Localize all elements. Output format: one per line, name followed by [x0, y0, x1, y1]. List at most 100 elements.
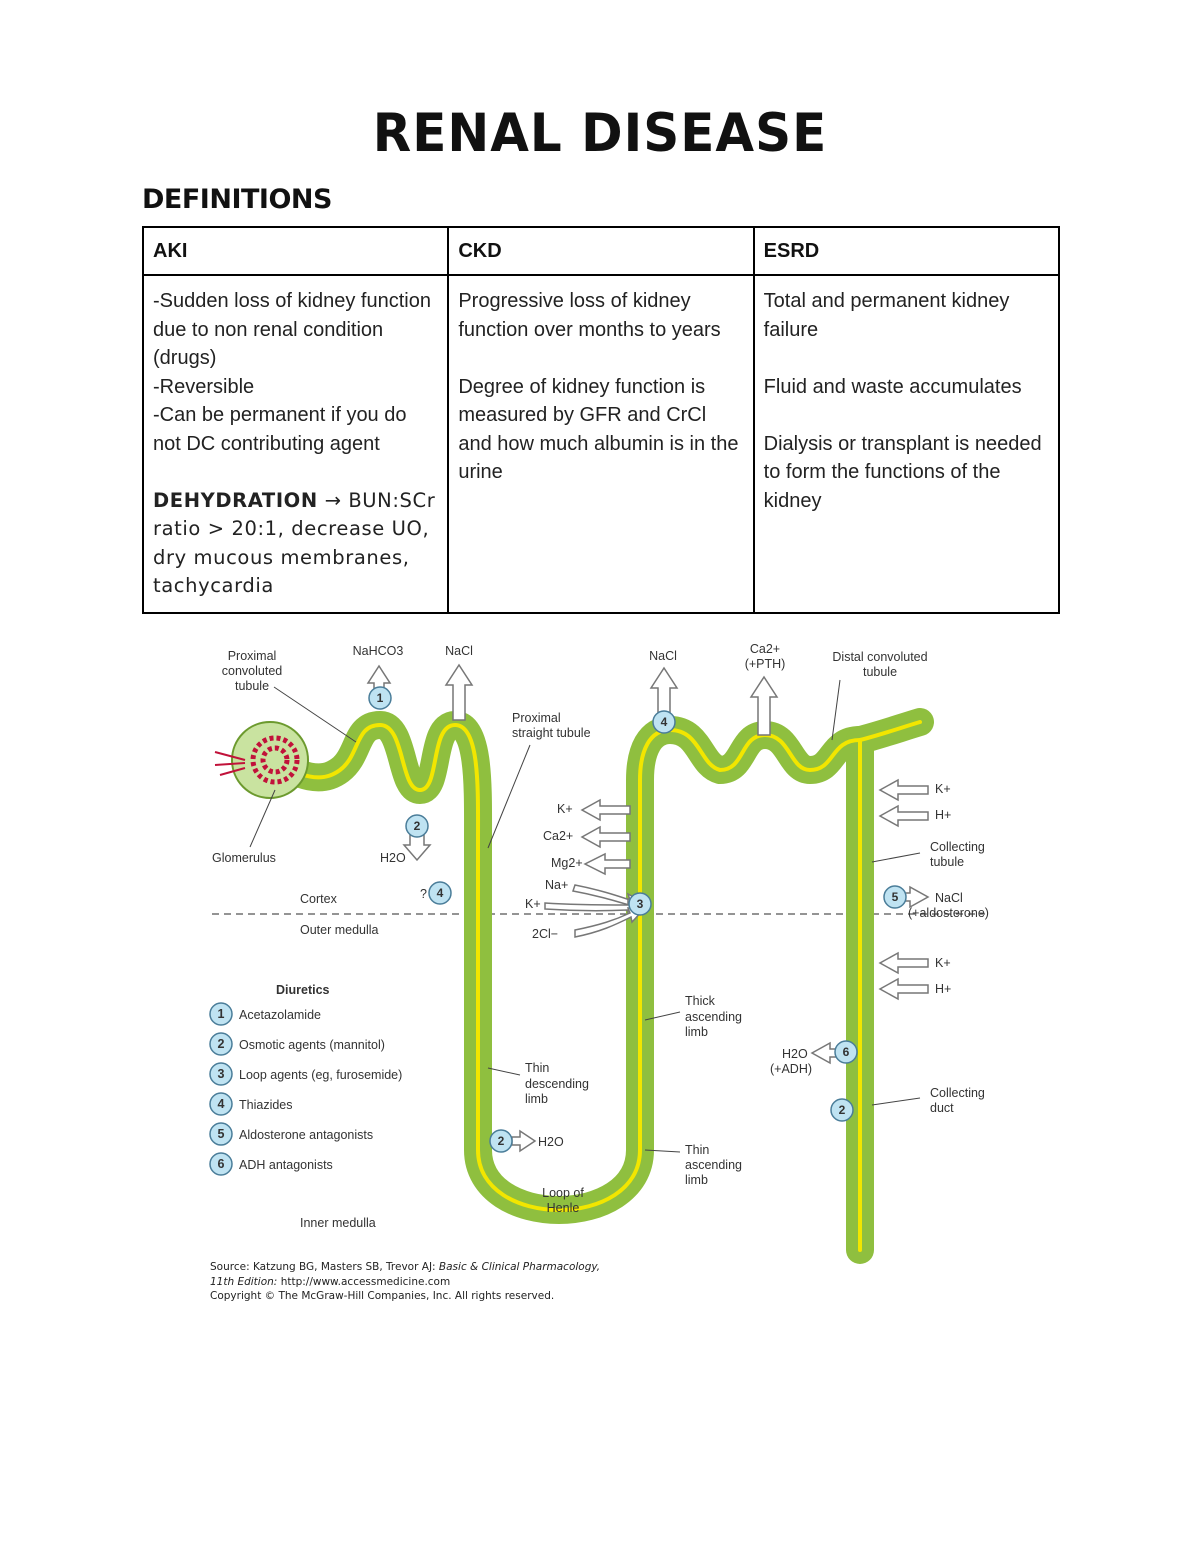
label-tal-3: limb [685, 1025, 708, 1039]
label-ion-cl: 2Cl− [532, 927, 558, 941]
header-aki: AKI [141, 226, 450, 276]
label-dct-1: Distal convoluted [832, 650, 927, 664]
esrd-treatment: Dialysis or transplant is needed to form… [763, 432, 1042, 512]
label-h-right1: H+ [935, 808, 951, 822]
label-pth: (+PTH) [745, 657, 786, 671]
marker-4-cortex: 4 [428, 881, 452, 905]
label-h2o3: H2O [538, 1135, 564, 1149]
marker-4-dct: 4 [652, 710, 676, 734]
esrd-accumulation: Fluid and waste accumulates [763, 375, 1022, 398]
ckd-measurement: Degree of kidney function is measured by… [458, 375, 739, 484]
svg-text:ADH antagonists: ADH antagonists [239, 1158, 333, 1172]
svg-text:2: 2 [498, 1134, 505, 1148]
arrow-k-left [580, 798, 631, 822]
label-tdl-3: limb [525, 1092, 548, 1106]
label-glomerulus: Glomerulus [212, 851, 276, 865]
aki-dehydration: DEHYDRATION → BUN:SCr ratio > 20:1, decr… [153, 487, 438, 601]
label-tdl-2: descending [525, 1077, 589, 1091]
legend-item-2: 2 Osmotic agents (mannitol) [209, 1032, 385, 1056]
legend-title: Diuretics [276, 983, 330, 997]
svg-text:4: 4 [661, 715, 668, 729]
svg-text:Thiazides: Thiazides [239, 1098, 293, 1112]
legend-item-4: 4 Thiazides [209, 1092, 293, 1116]
arrow-h2o1 [402, 834, 432, 862]
label-pct-2: convoluted [222, 664, 283, 678]
svg-text:Osmotic agents (mannitol): Osmotic agents (mannitol) [239, 1038, 385, 1052]
label-cd-1: Collecting [930, 1086, 985, 1100]
label-nacl3: NaCl [935, 891, 963, 905]
label-ion-k: K+ [557, 802, 573, 816]
arrow-ca-left [580, 825, 631, 849]
label-h2o2: H2O [782, 1047, 808, 1061]
arrow-cl-in [574, 907, 647, 938]
svg-text:6: 6 [843, 1045, 850, 1059]
header-ckd: CKD [447, 226, 755, 276]
svg-text:4: 4 [218, 1097, 225, 1111]
marker-1-pct: 1 [368, 686, 392, 710]
arrow-nacl2 [649, 666, 679, 721]
diagram-labels: Proximal convoluted tubule NaHCO3 NaCl P… [212, 642, 989, 1230]
definitions-table: AKI CKD ESRD -Sudden loss of kidney func… [141, 226, 1061, 614]
svg-text:1: 1 [377, 691, 384, 705]
svg-text:Loop agents (eg, furosemide): Loop agents (eg, furosemide) [239, 1068, 402, 1082]
label-outer-medulla: Outer medulla [300, 923, 379, 937]
label-ca: Ca2+ [750, 642, 780, 656]
ckd-definition: Progressive loss of kidney function over… [458, 290, 721, 341]
section-heading-definitions: DEFINITIONS [142, 184, 332, 215]
label-k-right1: K+ [935, 782, 951, 796]
label-question: ? [420, 887, 427, 901]
aki-reversible: -Reversible [153, 375, 255, 398]
arrow-na-in [572, 884, 647, 912]
esrd-definition: Total and permanent kidney failure [763, 290, 1010, 341]
label-adh: (+ADH) [770, 1062, 812, 1076]
source-url: http://www.accessmedicine.com [280, 1275, 451, 1288]
label-ion-k2: K+ [525, 897, 541, 911]
aki-permanent: -Can be permanent if you do not DC contr… [153, 404, 407, 455]
cell-ckd: Progressive loss of kidney function over… [447, 274, 755, 614]
svg-text:5: 5 [218, 1127, 225, 1141]
legend-item-5: 5 Aldosterone antagonists [209, 1122, 373, 1146]
label-tal-thin-1: Thin [685, 1143, 709, 1157]
source-book: Basic & Clinical Pharmacology, [438, 1261, 601, 1273]
label-ct-1: Collecting [930, 840, 985, 854]
cell-esrd: Total and permanent kidney failure Fluid… [752, 274, 1061, 614]
source-authors: Source: Katzung BG, Masters SB, Trevor A… [210, 1261, 439, 1273]
arrow-nacl1 [444, 663, 474, 721]
label-tal-thin-3: limb [685, 1173, 708, 1187]
source-citation: Source: Katzung BG, Masters SB, Trevor A… [210, 1260, 600, 1304]
cell-aki: -Sudden loss of kidney function due to n… [141, 274, 450, 614]
label-h2o1: H2O [380, 851, 406, 865]
source-edition: 11th Edition: [210, 1275, 281, 1288]
arrow-k-right1 [878, 778, 929, 802]
svg-text:2: 2 [414, 819, 421, 833]
label-tal-1: Thick [685, 994, 716, 1008]
marker-2-cd: 2 [830, 1098, 854, 1122]
svg-text:3: 3 [218, 1067, 225, 1081]
arrow-h2o-adh [810, 1041, 856, 1065]
aki-definition: -Sudden loss of kidney function due to n… [153, 290, 431, 369]
svg-text:5: 5 [892, 890, 899, 904]
label-loop-2: Henle [547, 1201, 580, 1215]
label-k-right2: K+ [935, 956, 951, 970]
diuretic-markers: 1 2 4 3 4 5 6 2 2 [368, 686, 907, 1153]
arrow-nahco3 [366, 664, 392, 706]
svg-text:Acetazolamide: Acetazolamide [239, 1008, 321, 1022]
source-copyright: Copyright © The McGraw-Hill Companies, I… [210, 1290, 555, 1302]
svg-text:6: 6 [218, 1157, 225, 1171]
dehydration-text: → BUN:SCr ratio > 20:1, decrease UO, dry… [153, 488, 436, 598]
leader-lines [249, 679, 921, 1153]
glomerulus-icon [214, 721, 309, 799]
label-dct-2: tubule [863, 665, 897, 679]
marker-2-pct: 2 [405, 814, 429, 838]
legend-item-1: 1 Acetazolamide [209, 1002, 321, 1026]
svg-text:4: 4 [437, 886, 444, 900]
label-ion-na: Na+ [545, 878, 568, 892]
label-tal-thin-2: ascending [685, 1158, 742, 1172]
arrow-ca [749, 675, 779, 736]
transport-arrows [366, 663, 930, 1153]
label-ion-ca: Ca2+ [543, 829, 573, 843]
legend-item-6: 6 ADH antagonists [209, 1152, 333, 1176]
svg-text:1: 1 [218, 1007, 225, 1021]
label-nahco3: NaHCO3 [353, 644, 404, 658]
dehydration-label: DEHYDRATION [153, 488, 318, 512]
